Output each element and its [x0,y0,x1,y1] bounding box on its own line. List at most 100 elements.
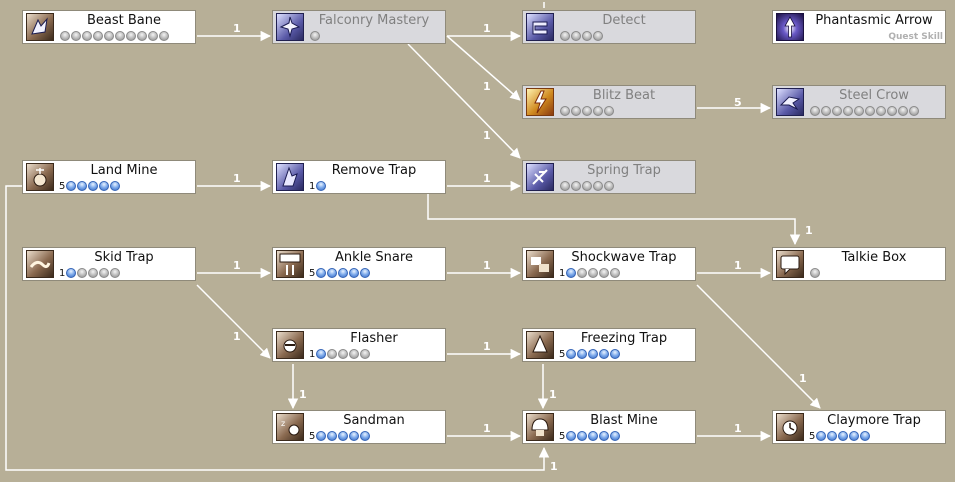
skill-flasher[interactable]: Flasher 1 [272,328,446,362]
skill-level [809,105,920,117]
blitz-icon [526,88,554,116]
link-label: 1 [299,388,307,401]
level-pip-empty [593,31,603,41]
stop-sign-icon [276,250,304,278]
skill-level [59,30,170,42]
level-pip-learned [610,431,621,441]
skill-shockwave-trap[interactable]: Shockwave Trap 1 [522,247,696,281]
skill-spring-trap[interactable]: Spring Trap [522,160,696,194]
level-pip-empty [810,268,820,278]
skill-sandman[interactable]: z Sandman 5 [272,410,446,444]
level-pip-learned [338,268,349,278]
level-pip-empty [909,106,919,116]
skill-level: 5 [559,430,621,442]
claymore-icon [776,413,804,441]
level-pip-empty [560,181,570,191]
talkie-box-icon [776,250,804,278]
level-pip-learned [327,268,338,278]
level-pips [816,431,871,441]
level-pip-learned [566,431,577,441]
link-label: 1 [233,259,241,272]
skill-beast-bane[interactable]: Beast Bane [22,10,196,44]
skill-blast-mine[interactable]: Blast Mine 5 [522,410,696,444]
level-pip-empty [148,31,158,41]
skill-blitz-beat[interactable]: Blitz Beat [522,85,696,119]
level-pip-empty [99,268,110,278]
level-pip-empty [854,106,864,116]
skill-claymore-trap[interactable]: Claymore Trap 5 [772,410,946,444]
level-pip-empty [582,106,592,116]
skill-falconry-mastery[interactable]: Falconry Mastery [272,10,446,44]
skill-name: Sandman [343,413,405,428]
skill-freezing-trap[interactable]: Freezing Trap 5 [522,328,696,362]
link-shockwave-claymore [696,284,821,409]
link-falconry-spring [407,43,521,159]
level-pip-learned [577,431,588,441]
level-pip-empty [577,268,588,278]
level-pip-learned [99,181,110,191]
level-pips [66,268,121,278]
level-number: 5 [809,430,816,442]
level-pip-learned [566,349,577,359]
link-label: 1 [233,22,241,35]
level-pips [560,106,615,116]
level-pip-learned [588,431,599,441]
link-label: 1 [483,172,491,185]
level-pip-empty [593,106,603,116]
flasher-icon [276,331,304,359]
level-pip-empty [93,31,103,41]
level-pip-empty [865,106,875,116]
level-pips [566,431,621,441]
link-label: 1 [483,22,491,35]
skill-skid-trap[interactable]: Skid Trap 1 [22,247,196,281]
skill-name: Shockwave Trap [571,250,677,265]
level-pip-learned [860,431,871,441]
level-number: 1 [559,267,566,279]
level-pip-empty [876,106,886,116]
level-pip-learned [77,181,88,191]
level-pip-empty [110,268,121,278]
level-number: 5 [559,430,566,442]
level-pip-empty [843,106,853,116]
freezing-trap-icon [526,331,554,359]
level-pips [566,349,621,359]
skill-phantasmic-arrow[interactable]: Phantasmic Arrow Quest Skill [772,10,946,44]
skill-remove-trap[interactable]: Remove Trap 1 [272,160,446,194]
level-pip-empty [599,268,610,278]
skill-talkie-box[interactable]: Talkie Box [772,247,946,281]
link-label: 1 [734,422,742,435]
level-pip-empty [571,181,581,191]
skill-name: Blast Mine [590,413,658,428]
level-pip-empty [104,31,114,41]
link-label: 1 [805,224,813,237]
skill-detect[interactable]: Detect [522,10,696,44]
arrow-icon [776,13,804,41]
level-pip-learned [566,268,577,278]
level-pip-empty [560,106,570,116]
skill-level: 5 [559,348,621,360]
level-pip-learned [316,349,327,359]
quest-skill-badge: Quest Skill [888,32,943,42]
skill-level: 1 [309,180,327,192]
remove-trap-icon [276,163,304,191]
level-pip-learned [66,181,77,191]
skill-level [309,30,321,42]
spring-trap-icon [526,163,554,191]
skill-steel-crow[interactable]: Steel Crow [772,85,946,119]
skill-land-mine[interactable]: Land Mine 5 [22,160,196,194]
skill-level: 5 [59,180,121,192]
level-pips [310,31,321,41]
skill-level [559,30,604,42]
level-pip-learned [827,431,838,441]
level-pip-learned [588,349,599,359]
level-pip-learned [88,181,99,191]
level-pips [566,268,621,278]
level-pip-learned [316,268,327,278]
level-pip-learned [327,431,338,441]
level-number: 5 [309,430,316,442]
link-label: 1 [799,372,807,385]
skill-ankle-snare[interactable]: Ankle Snare 5 [272,247,446,281]
level-pip-empty [82,31,92,41]
level-pip-empty [360,349,371,359]
